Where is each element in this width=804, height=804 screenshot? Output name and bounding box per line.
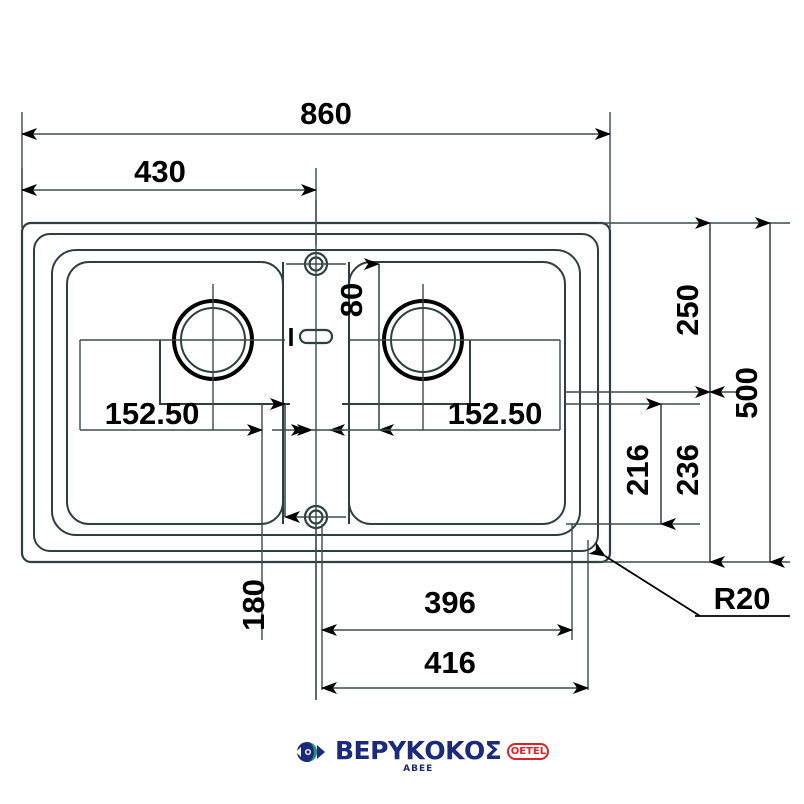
dimension-tap-hole-spacing: 180 xyxy=(236,398,300,631)
dimension-bowl-inner-depth-label: 216 xyxy=(620,444,655,496)
dimension-upper-depth: 250 xyxy=(670,217,725,398)
dimension-overall-depth-label: 500 xyxy=(729,367,764,419)
dimension-tap-hole-spacing-label: 180 xyxy=(236,579,271,631)
dimension-bowl-inner-depth: 216 xyxy=(620,398,676,530)
dimension-overall-depth: 500 xyxy=(729,217,785,568)
dimension-upper-depth-label: 250 xyxy=(670,284,705,336)
left-bowl xyxy=(66,261,284,525)
dimension-bowl-cutout-width: 396 xyxy=(321,585,573,636)
logo-emblem-icon xyxy=(295,741,331,763)
dimension-bowl-outer-width: 416 xyxy=(321,645,589,694)
dimension-bowl-outer-width-label: 416 xyxy=(424,645,476,680)
left-bowl-outline xyxy=(67,262,283,524)
logo-badge: OETEL xyxy=(507,743,550,760)
right-bowl xyxy=(348,261,566,525)
dimension-tap-hole-offset-label: 80 xyxy=(334,283,369,317)
dimension-left-bowl-width-label: 152.50 xyxy=(105,396,200,431)
dimension-right-bowl-width-label: 152.50 xyxy=(448,396,543,431)
dimension-left-bowl-width: 152.50 xyxy=(80,396,263,436)
company-logo: ΒΕΡΥΚΟΚΟΣ ΑΒΕΕ OETEL xyxy=(295,736,550,784)
dimension-overall-width: 860 xyxy=(21,96,611,140)
dimension-tap-hole-offset: 80 xyxy=(334,258,394,436)
logo-company-suffix: ΑΒΕΕ xyxy=(403,764,434,774)
logo-text-block: ΒΕΡΥΚΟΚΟΣ ΑΒΕΕ xyxy=(335,736,502,774)
dimension-left-bowl-center: 430 xyxy=(21,154,317,196)
dimension-bowl-cutout-width-label: 396 xyxy=(424,585,476,620)
logo-company-name: ΒΕΡΥΚΟΚΟΣ xyxy=(335,736,502,765)
dimension-right-bowl-width: 152.50 xyxy=(329,396,560,436)
left-bowl-step xyxy=(159,340,290,405)
dimension-bowl-outer-depth: 236 xyxy=(670,386,725,568)
right-bowl-step xyxy=(342,340,471,405)
callout-corner-radius-label: R20 xyxy=(714,581,771,616)
dimension-left-bowl-center-label: 430 xyxy=(134,154,186,189)
dimension-bowl-outer-depth-label: 236 xyxy=(670,444,705,496)
callout-corner-radius: R20 xyxy=(588,542,790,617)
dimension-overall-width-label: 860 xyxy=(300,96,352,131)
